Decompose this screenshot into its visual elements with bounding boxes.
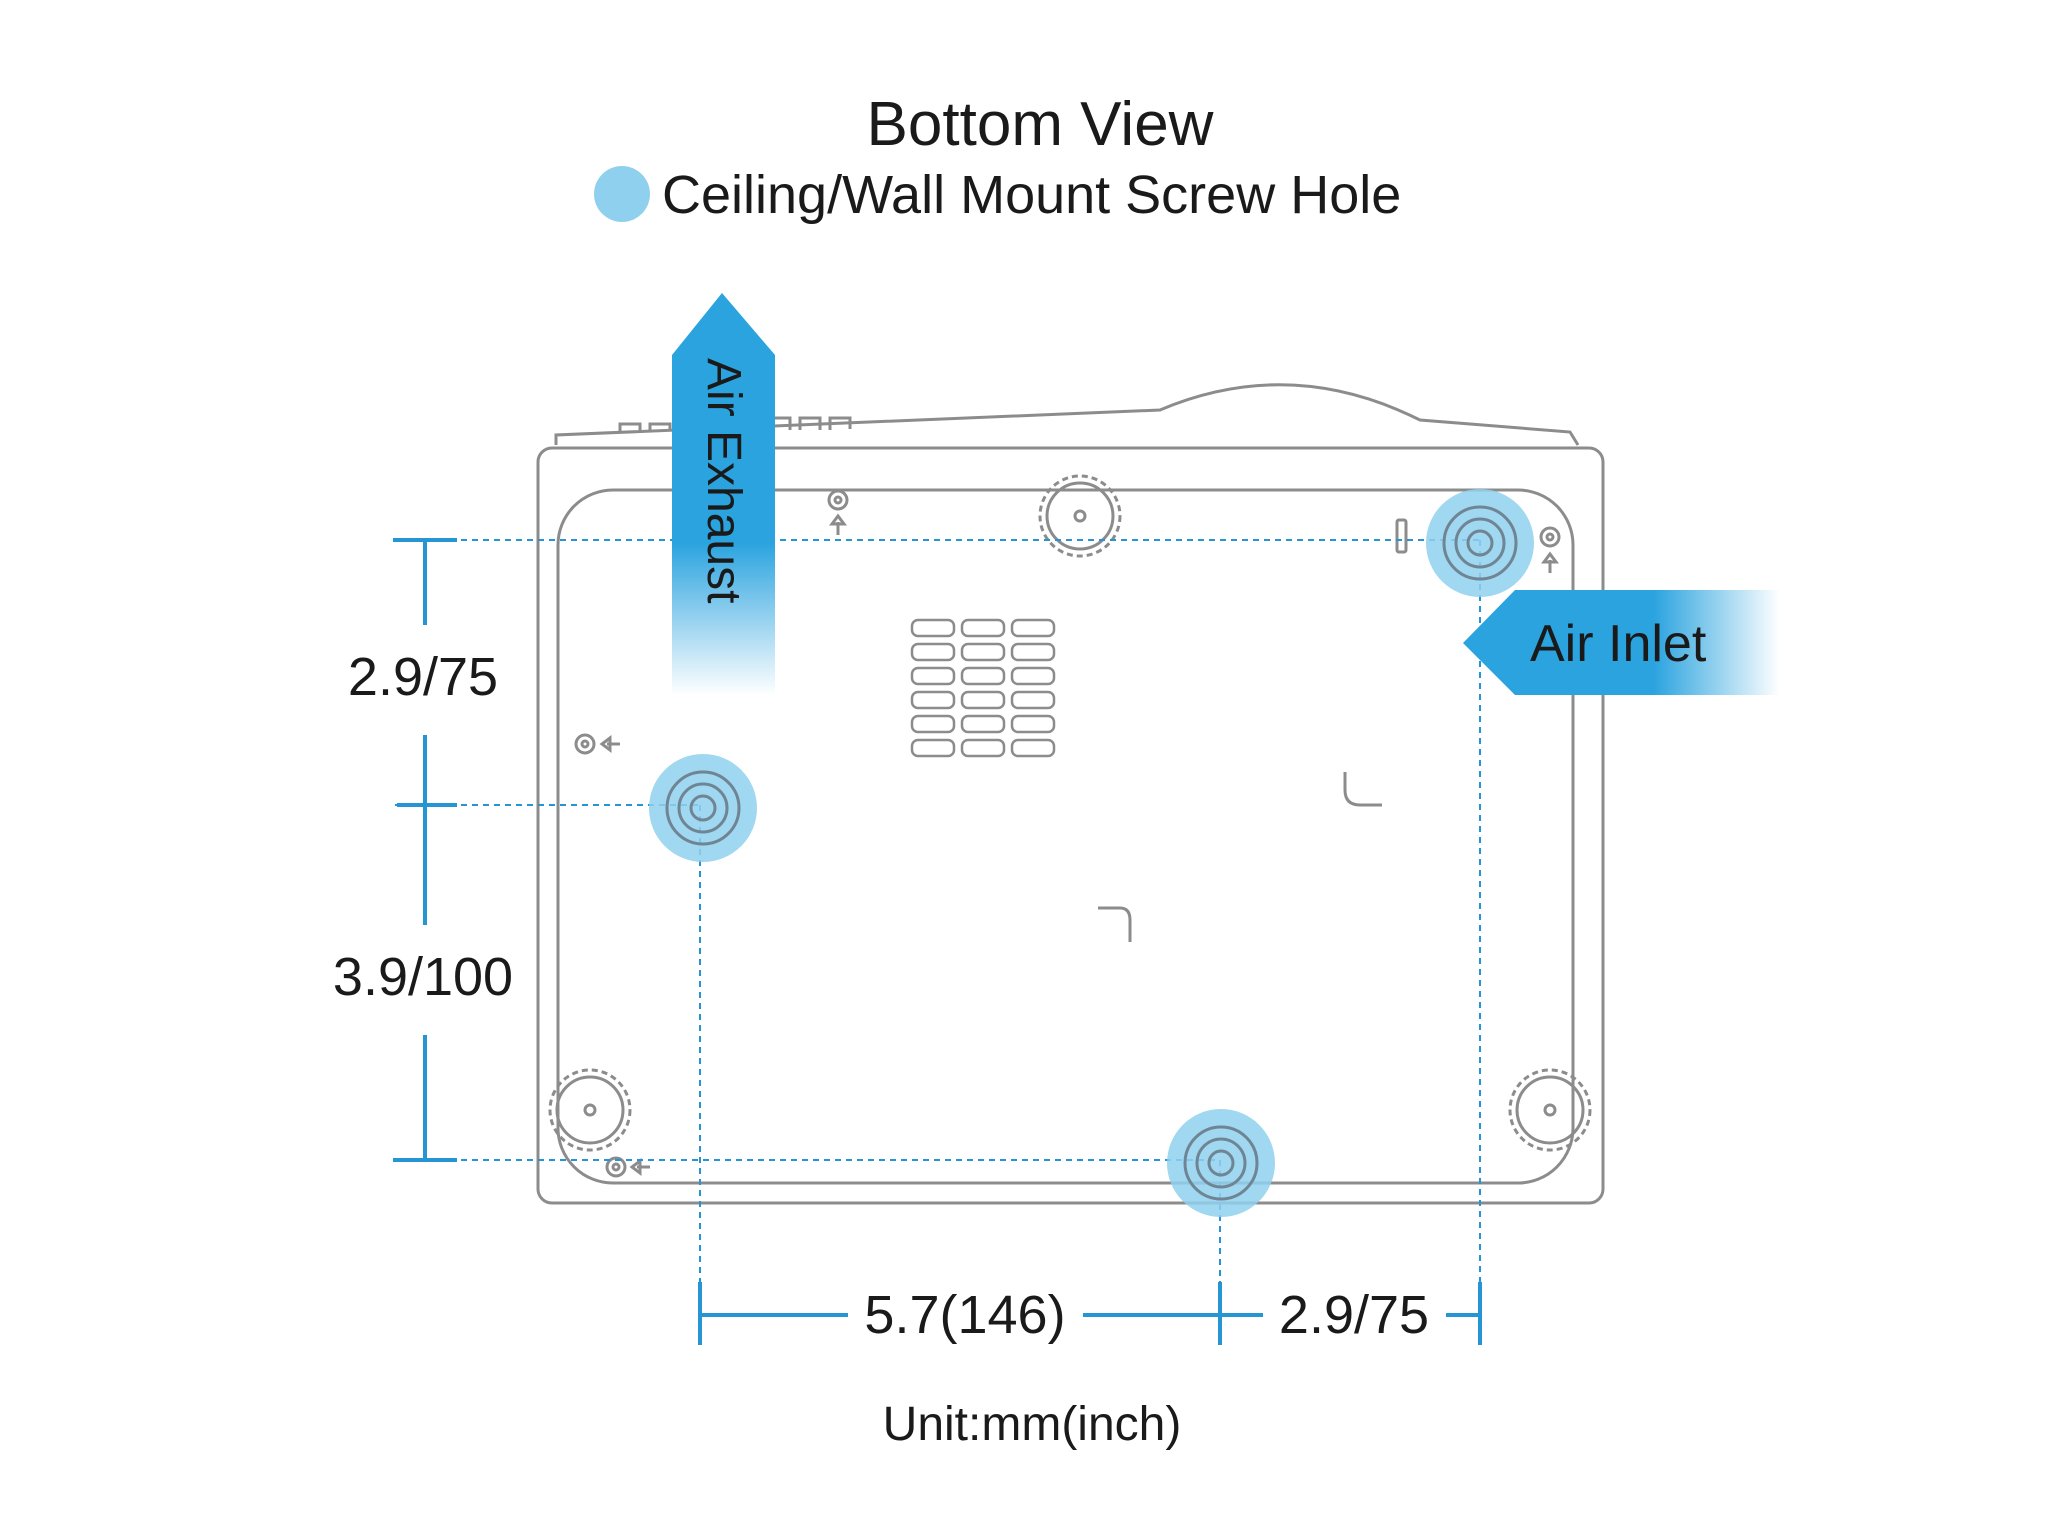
dimension-vertical-bottom: 3.9/100: [333, 947, 513, 1007]
dimension-horizontal-left: 5.7(146): [864, 1285, 1065, 1345]
projector-body: [536, 383, 1605, 1205]
dimension-horizontal-right: 2.9/75: [1279, 1285, 1429, 1345]
air-exhaust-label: Air Exhaust: [697, 358, 750, 603]
vertical-dimension: [393, 538, 457, 1162]
air-inlet-arrow: Air Inlet: [1463, 590, 1780, 695]
vent-grille: [910, 618, 1056, 758]
diagram-title: Bottom View: [867, 90, 1214, 159]
legend-label: Ceiling/Wall Mount Screw Hole: [662, 165, 1401, 225]
air-exhaust-arrow: Air Exhaust: [672, 293, 775, 695]
screw-hole-top-right: [1426, 489, 1534, 597]
screw-hole-bottom: [1167, 1109, 1275, 1217]
unit-note: Unit:mm(inch): [883, 1398, 1182, 1451]
rubber-feet: [548, 474, 1592, 1152]
dimension-vertical-top: 2.9/75: [348, 647, 498, 707]
air-inlet-label: Air Inlet: [1530, 615, 1707, 673]
horizontal-dimension: [698, 1282, 1482, 1345]
screw-holes: [649, 489, 1534, 1217]
screw-hole-left: [649, 754, 757, 862]
screw-hole-legend-icon: [594, 166, 650, 222]
